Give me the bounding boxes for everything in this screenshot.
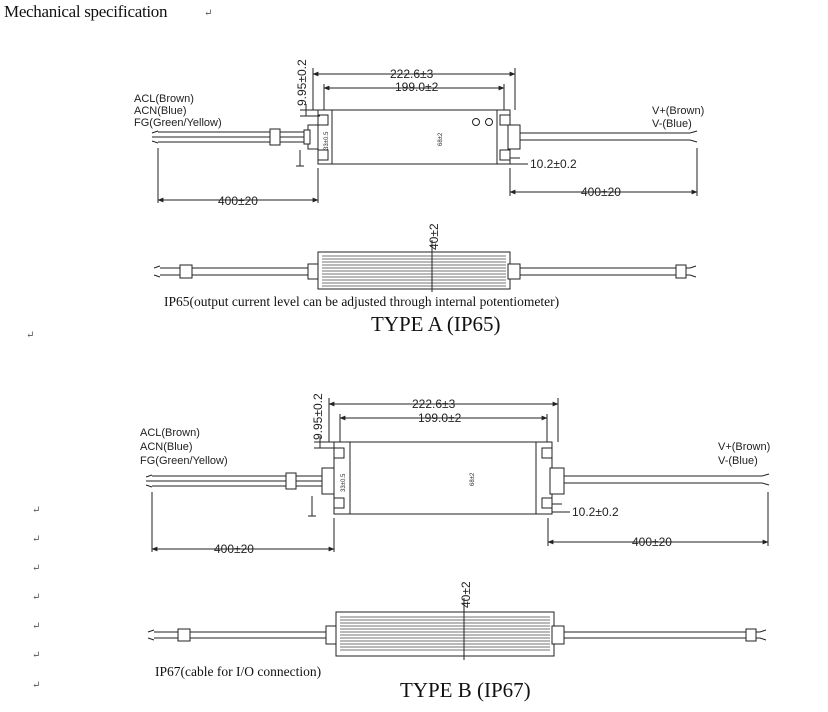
type-b-label: TYPE B (IP67) — [400, 678, 531, 702]
dim-hole: 10.2±0.2 — [572, 505, 619, 519]
type-a-side-view — [153, 240, 697, 292]
type-b-top-labels: ACL(Brown) ACN(Blue) FG(Green/Yellow) V+… — [140, 393, 770, 556]
input-label-acl: ACL(Brown) — [134, 93, 194, 105]
dim-flange: 9.95±0.2 — [311, 393, 325, 440]
type-a-top-view — [151, 68, 698, 203]
dim-cable-out: 400±20 — [581, 185, 621, 199]
body-tag-mid: 68±2 — [470, 472, 476, 486]
body-tag-mid: 68±2 — [438, 132, 444, 146]
body-tag-left: 33±0.5 — [341, 473, 347, 492]
output-label-vminus: V-(Blue) — [652, 118, 692, 130]
paragraph-mark: ↵ — [26, 330, 35, 341]
paragraph-mark: ↵ — [32, 592, 41, 603]
input-label-acn: ACN(Blue) — [134, 105, 187, 117]
paragraph-mark: ↵ — [32, 680, 41, 691]
body-tag-left: 33±0.5 — [324, 131, 330, 150]
dim-hole: 10.2±0.2 — [530, 157, 577, 171]
output-label-vminus: V-(Blue) — [718, 455, 758, 467]
dim-length-mount: 199.0±2 — [395, 80, 439, 94]
type-b-top-view — [145, 398, 770, 552]
type-b-input-cable — [145, 472, 326, 490]
paragraph-mark: ↵ — [32, 621, 41, 632]
dim-height: 40±2 — [427, 223, 441, 250]
type-b-caption: IP67(cable for I/O connection) — [155, 664, 321, 679]
paragraph-mark: ↵ — [32, 650, 41, 661]
paragraph-mark: ↵ — [204, 8, 213, 19]
type-b-body — [333, 441, 553, 515]
paragraph-mark: ↵ — [32, 534, 41, 545]
dim-flange: 9.95±0.2 — [295, 59, 309, 106]
paragraph-mark: ↵ — [32, 563, 41, 574]
paragraph-mark: ↵ — [32, 505, 41, 516]
output-label-vplus: V+(Brown) — [652, 105, 704, 117]
type-a-top-labels: ACL(Brown) ACN(Blue) FG(Green/Yellow) V+… — [134, 59, 704, 208]
input-label-fg: FG(Green/Yellow) — [134, 117, 222, 129]
dim-length-mount: 199.0±2 — [418, 411, 462, 425]
dim-length-total: 222.6±3 — [412, 397, 456, 411]
input-label-fg: FG(Green/Yellow) — [140, 455, 228, 467]
dim-cable-out: 400±20 — [632, 535, 672, 549]
type-a-output-cable — [520, 130, 698, 143]
dim-cable-in: 400±20 — [214, 542, 254, 556]
type-b-output-cable — [564, 473, 770, 486]
dim-height: 40±2 — [459, 581, 473, 608]
dim-cable-in: 400±20 — [218, 194, 258, 208]
type-b-side-labels: 40±2 IP67(cable for I/O connection) TYPE… — [155, 581, 531, 702]
input-label-acn: ACN(Blue) — [140, 441, 193, 453]
potentiometer-icon — [472, 118, 480, 126]
output-label-vplus: V+(Brown) — [718, 441, 770, 453]
potentiometer-icon — [485, 118, 493, 126]
type-a-label: TYPE A (IP65) — [371, 312, 501, 336]
type-a-side-labels: 40±2 IP65(output current level can be ad… — [164, 223, 559, 336]
type-a-caption: IP65(output current level can be adjuste… — [164, 294, 559, 309]
input-label-acl: ACL(Brown) — [140, 427, 200, 439]
dim-length-total: 222.6±3 — [390, 67, 434, 81]
type-a-input-cable — [151, 128, 310, 146]
type-a-body — [317, 109, 511, 165]
page-title: Mechanical specification — [4, 2, 168, 21]
type-b-side-view — [147, 598, 767, 660]
